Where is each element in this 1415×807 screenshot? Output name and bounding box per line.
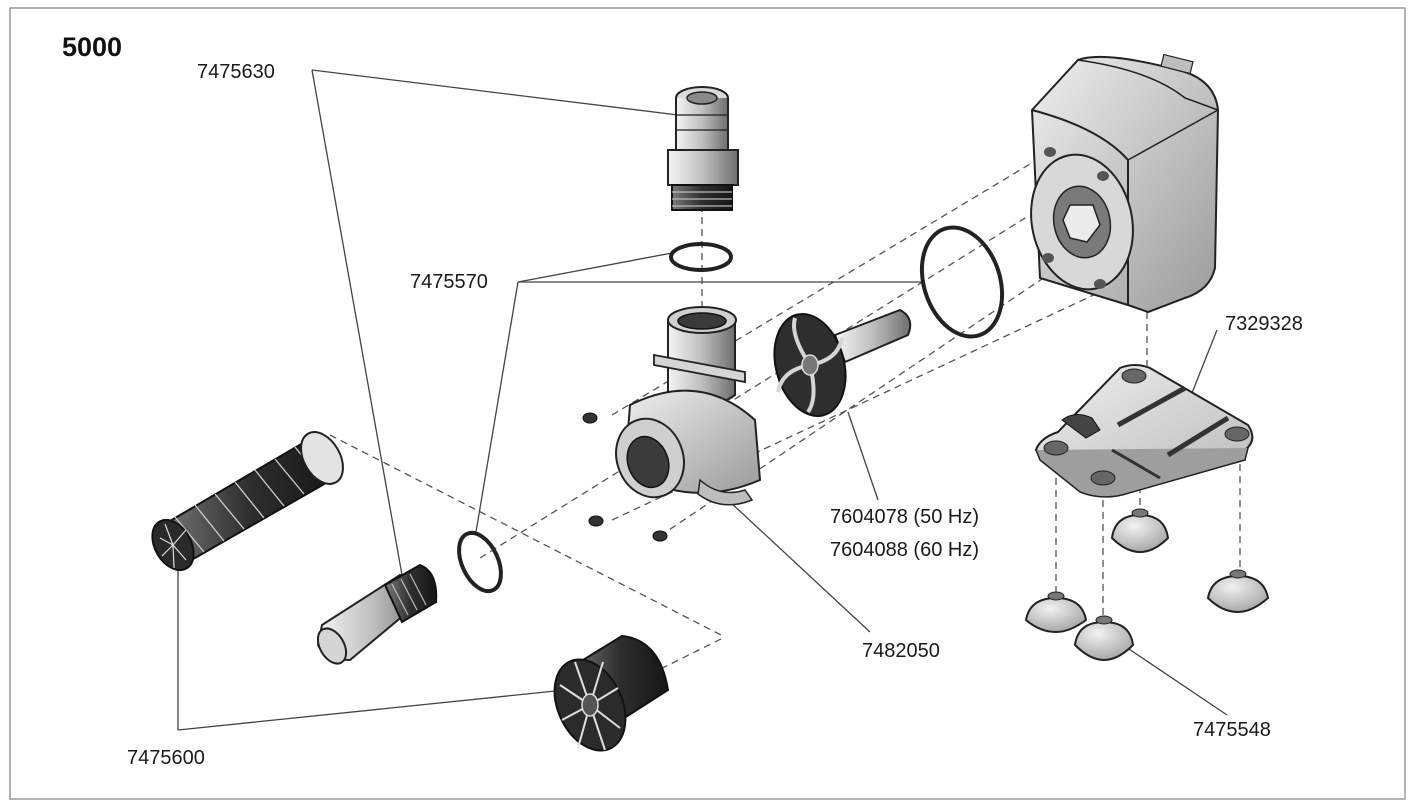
pump-chamber	[615, 306, 762, 506]
label-pump-chamber: 7482050	[862, 640, 940, 662]
label-housing-base: 7329328	[1225, 313, 1303, 335]
prefilter-cap	[553, 634, 670, 752]
o-ring-motor	[919, 225, 1005, 339]
inlet-fitting	[316, 563, 438, 665]
label-prefilter: 7475600	[127, 747, 205, 769]
prefilter-cylinder	[151, 431, 344, 572]
impeller	[773, 308, 912, 417]
label-suction-cups: 7475548	[1193, 719, 1271, 741]
model-title: 5000	[62, 32, 122, 62]
label-outlet-fitting: 7475630	[197, 61, 275, 83]
suction-cups	[1024, 508, 1270, 662]
o-ring-inlet	[457, 530, 503, 594]
o-ring-outlet	[669, 242, 733, 272]
label-impeller-50hz: 7604078 (50 Hz)	[830, 506, 979, 528]
outlet-fitting	[667, 86, 739, 211]
label-impeller-60hz: 7604088 (60 Hz)	[830, 539, 979, 561]
border	[9, 7, 1406, 800]
leader-lines	[177, 69, 1228, 731]
label-o-rings: 7475570	[410, 271, 488, 293]
base-plate	[1034, 364, 1254, 498]
motor-block	[1030, 53, 1220, 314]
screws	[582, 412, 668, 542]
